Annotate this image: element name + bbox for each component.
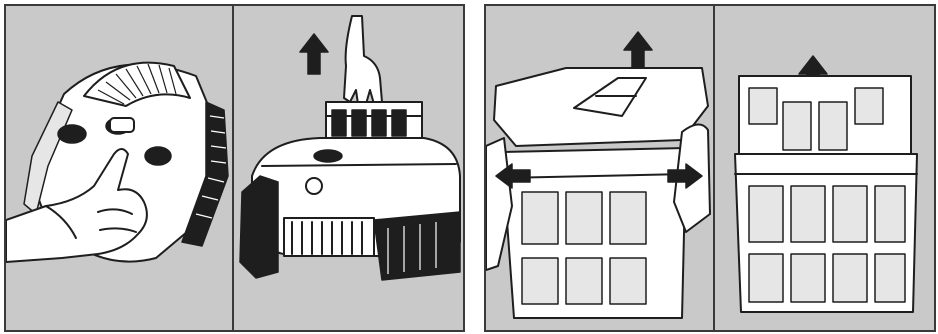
panel-1-illustration <box>6 6 232 330</box>
robot-brush <box>284 218 374 256</box>
panel-1-robot-underside <box>6 6 232 330</box>
panel-4-separate-baskets <box>715 6 934 330</box>
hand <box>344 16 382 104</box>
robot-left-track <box>240 176 278 278</box>
panel-3-illustration <box>486 6 713 330</box>
panel-2-illustration <box>234 6 463 330</box>
robot-handle-hole <box>314 150 342 162</box>
panel-2-lift-filter <box>234 6 463 330</box>
panel-4-illustration <box>715 6 934 330</box>
release-clip <box>110 118 134 132</box>
right-figure-frame <box>484 4 936 332</box>
robot-light <box>306 178 322 194</box>
lift-arrow-icon <box>300 34 328 74</box>
left-figure-frame <box>4 4 465 332</box>
intake-hole-right <box>145 147 171 165</box>
robot-right-track <box>374 212 460 280</box>
intake-hole-left <box>58 125 86 143</box>
panel-3-remove-lid <box>486 6 713 330</box>
lid-lift-arrow-icon <box>624 32 652 72</box>
